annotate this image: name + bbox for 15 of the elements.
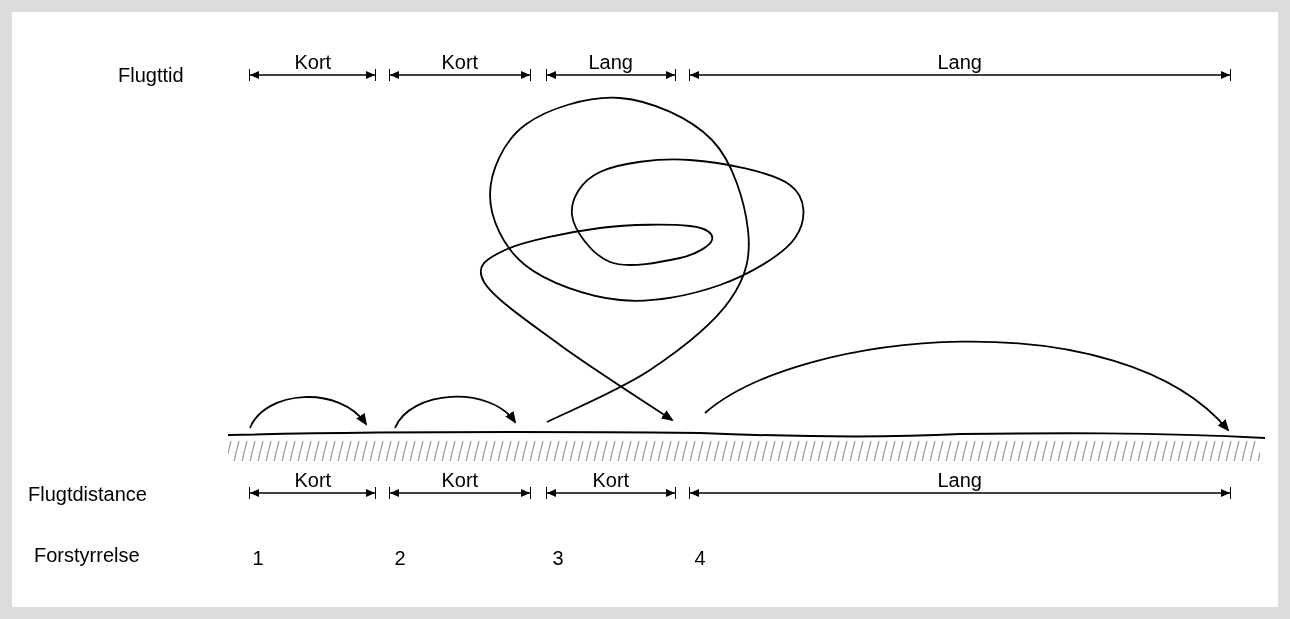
- dimension-label: Lang: [937, 50, 982, 74]
- dimension-label: Kort: [441, 50, 479, 74]
- dimension-label: Kort: [441, 468, 479, 492]
- number-label: 2: [394, 546, 406, 570]
- number-label: 3: [552, 546, 564, 570]
- dimension-label: Lang: [937, 468, 982, 492]
- row-label: Flugtdistance: [28, 482, 147, 506]
- row-label: Flugttid: [118, 63, 184, 87]
- dimension-label: Lang: [588, 50, 633, 74]
- dimension-label: Kort: [294, 468, 332, 492]
- number-label: 1: [252, 546, 264, 570]
- dimension-label: Kort: [592, 468, 630, 492]
- number-label: 4: [694, 546, 706, 570]
- dimension-label: Kort: [294, 50, 332, 74]
- row-label: Forstyrrelse: [34, 543, 140, 567]
